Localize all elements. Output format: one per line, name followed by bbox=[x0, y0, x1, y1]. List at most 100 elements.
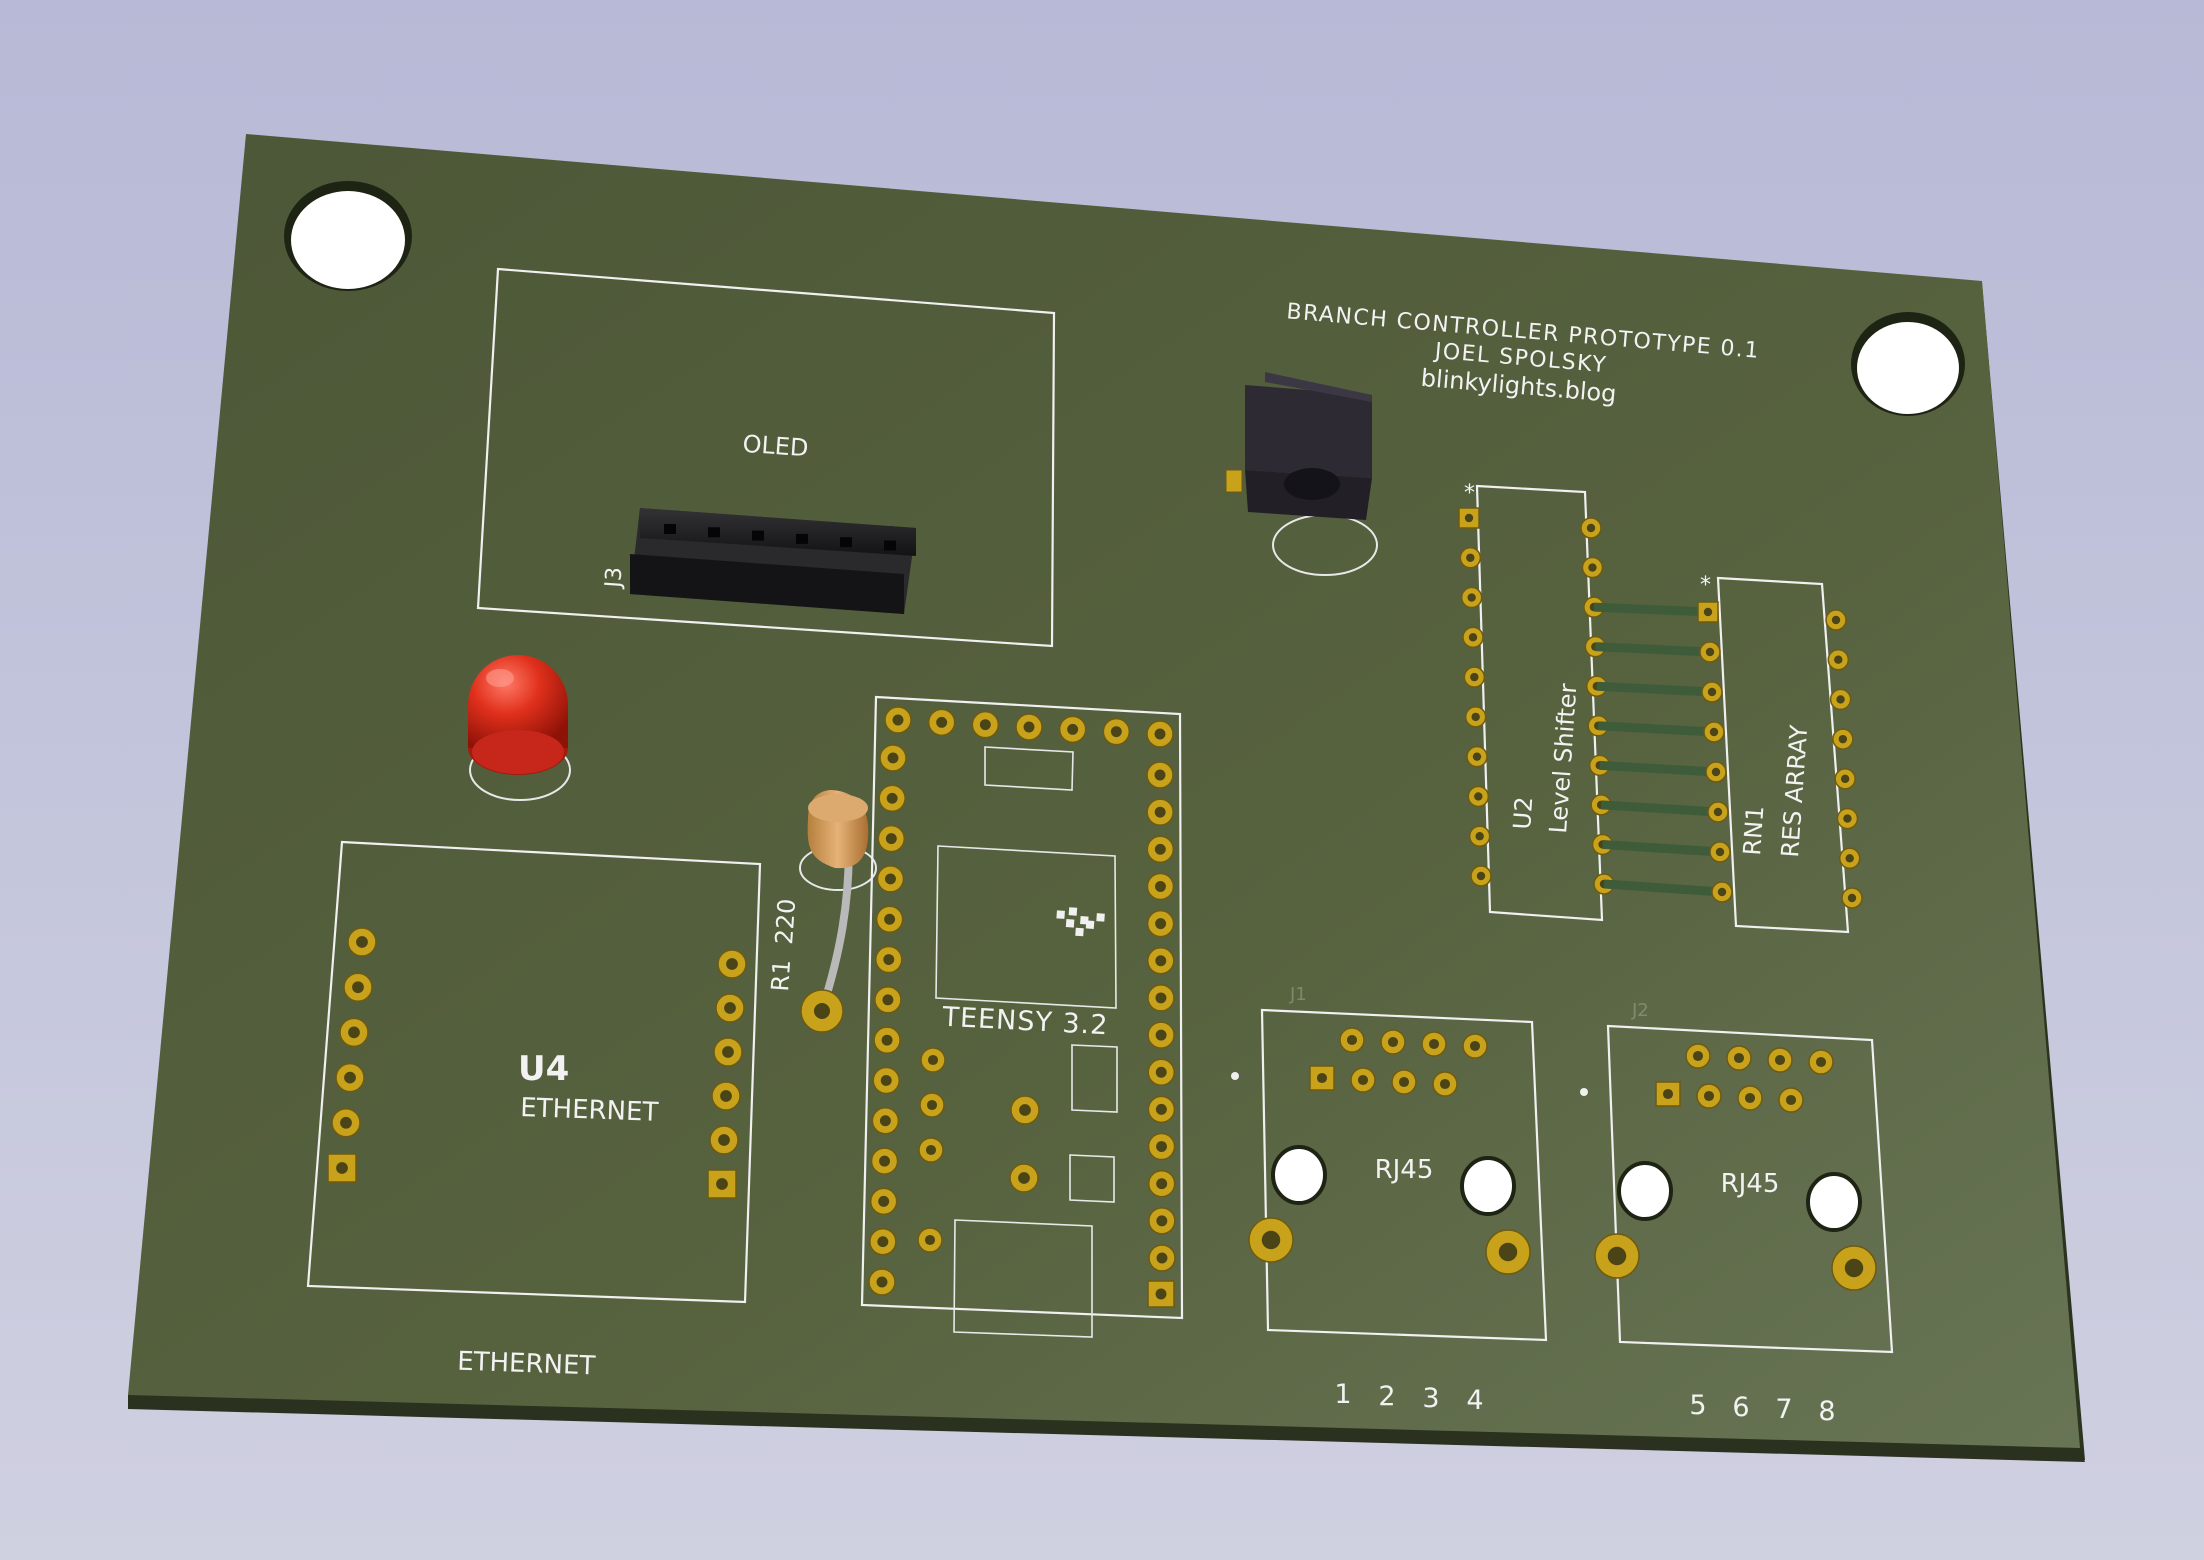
round-pad bbox=[1009, 1163, 1039, 1193]
round-pad bbox=[1699, 641, 1721, 663]
board-side bbox=[128, 1395, 2085, 1462]
trace bbox=[1597, 721, 1715, 737]
rj45-left-pads bbox=[1248, 1027, 1531, 1275]
round-pad bbox=[878, 784, 906, 813]
round-pad bbox=[1767, 1047, 1793, 1073]
push-button-icon[interactable] bbox=[1225, 372, 1378, 576]
trace bbox=[1603, 879, 1723, 897]
rj45-right-dot bbox=[1580, 1088, 1588, 1096]
mounting-hole-icon bbox=[1851, 312, 1965, 416]
teensy-sd-outline bbox=[953, 1219, 1093, 1338]
round-pad bbox=[869, 1187, 898, 1216]
round-pad bbox=[917, 1227, 943, 1253]
round-pad bbox=[1147, 947, 1175, 975]
round-pad bbox=[331, 1108, 361, 1138]
square-pad bbox=[327, 1153, 357, 1183]
rj45-left-ref: J1 bbox=[1289, 984, 1307, 1005]
round-pad bbox=[1464, 706, 1487, 728]
rj45-right-label: RJ45 bbox=[1721, 1169, 1780, 1199]
round-pad bbox=[1685, 1043, 1711, 1069]
round-pad bbox=[871, 1107, 900, 1135]
round-pad bbox=[339, 1017, 369, 1048]
mounting-hole-icon bbox=[284, 181, 412, 291]
round-pad bbox=[875, 945, 903, 974]
ethernet-module-outline bbox=[306, 840, 762, 1304]
round-pad bbox=[1838, 847, 1861, 870]
round-pad bbox=[1709, 841, 1731, 863]
round-pad bbox=[1015, 713, 1043, 741]
round-pad bbox=[1836, 807, 1859, 830]
round-pad bbox=[335, 1062, 365, 1093]
teensy-logo-icon bbox=[1056, 907, 1105, 937]
port-number: 4 bbox=[1466, 1385, 1483, 1416]
teensy-pads bbox=[868, 706, 1176, 1308]
round-pad bbox=[1146, 720, 1174, 748]
round-pad bbox=[870, 1147, 899, 1175]
round-pad bbox=[1831, 1245, 1877, 1291]
r1-value: 220 bbox=[770, 898, 801, 946]
round-pad bbox=[1580, 517, 1602, 539]
rj45-left-port-numbers: 1 2 3 4 bbox=[1334, 1379, 1483, 1416]
trace bbox=[1595, 642, 1711, 657]
round-pad bbox=[1581, 556, 1604, 579]
teensy-outline bbox=[860, 695, 1184, 1320]
round-pad bbox=[1466, 745, 1488, 768]
r1-ref: R1 bbox=[766, 959, 796, 993]
round-pad bbox=[1391, 1069, 1417, 1095]
round-pad bbox=[1701, 681, 1723, 703]
j3-ref: J3 bbox=[601, 566, 628, 590]
round-pad bbox=[1470, 865, 1492, 887]
trace bbox=[1596, 681, 1713, 697]
rj45-mount-hole bbox=[1460, 1156, 1516, 1216]
trace bbox=[1593, 602, 1709, 617]
round-pad bbox=[1147, 1021, 1175, 1049]
level-shifter-pads bbox=[1458, 507, 1615, 895]
round-pad bbox=[1147, 1132, 1176, 1161]
trace bbox=[1599, 760, 1717, 777]
oled-header-connector bbox=[630, 508, 916, 614]
round-pad bbox=[1146, 761, 1174, 789]
round-pad bbox=[347, 927, 377, 957]
round-pad bbox=[868, 1268, 896, 1296]
round-pad bbox=[1460, 586, 1483, 609]
rn1-ref: RN1 bbox=[1738, 805, 1769, 857]
red-led-icon bbox=[468, 655, 571, 801]
teensy-box-a bbox=[1071, 1044, 1118, 1113]
round-pad bbox=[877, 824, 906, 853]
port-number: 7 bbox=[1775, 1394, 1792, 1425]
round-pad bbox=[1146, 909, 1175, 938]
ethernet-board-label: ETHERNET bbox=[457, 1347, 596, 1382]
round-pad bbox=[1808, 1049, 1834, 1075]
port-number: 5 bbox=[1689, 1390, 1706, 1421]
oled-label: OLED bbox=[742, 430, 810, 463]
port-number: 6 bbox=[1732, 1392, 1749, 1423]
round-pad bbox=[1485, 1229, 1531, 1275]
round-pad bbox=[876, 865, 905, 893]
port-number: 2 bbox=[1378, 1381, 1395, 1412]
res-array-pads bbox=[1697, 601, 1863, 909]
round-pad bbox=[1102, 717, 1131, 746]
pcb-traces bbox=[1593, 602, 1723, 897]
round-pad bbox=[919, 1092, 945, 1118]
rj45-mount-hole bbox=[1806, 1172, 1862, 1232]
round-pad bbox=[869, 1227, 897, 1256]
rj45-left-dot bbox=[1231, 1072, 1239, 1080]
square-pad bbox=[1147, 1280, 1175, 1308]
round-pad bbox=[1462, 626, 1484, 649]
header-pin bbox=[796, 533, 808, 544]
round-pad bbox=[1696, 1083, 1722, 1109]
round-pad bbox=[1827, 648, 1850, 671]
round-pad bbox=[1058, 715, 1087, 744]
round-pad bbox=[874, 986, 902, 1014]
round-pad bbox=[1148, 1244, 1176, 1272]
level-shifter-outline bbox=[1475, 484, 1604, 922]
header-pin bbox=[840, 537, 852, 548]
round-pad bbox=[1010, 1095, 1040, 1125]
round-pad bbox=[1459, 547, 1482, 569]
round-pad bbox=[879, 744, 907, 772]
square-pad bbox=[1655, 1081, 1681, 1107]
round-pad bbox=[1825, 609, 1847, 631]
rj45-mount-hole bbox=[1617, 1161, 1673, 1221]
round-pad bbox=[343, 972, 373, 1002]
